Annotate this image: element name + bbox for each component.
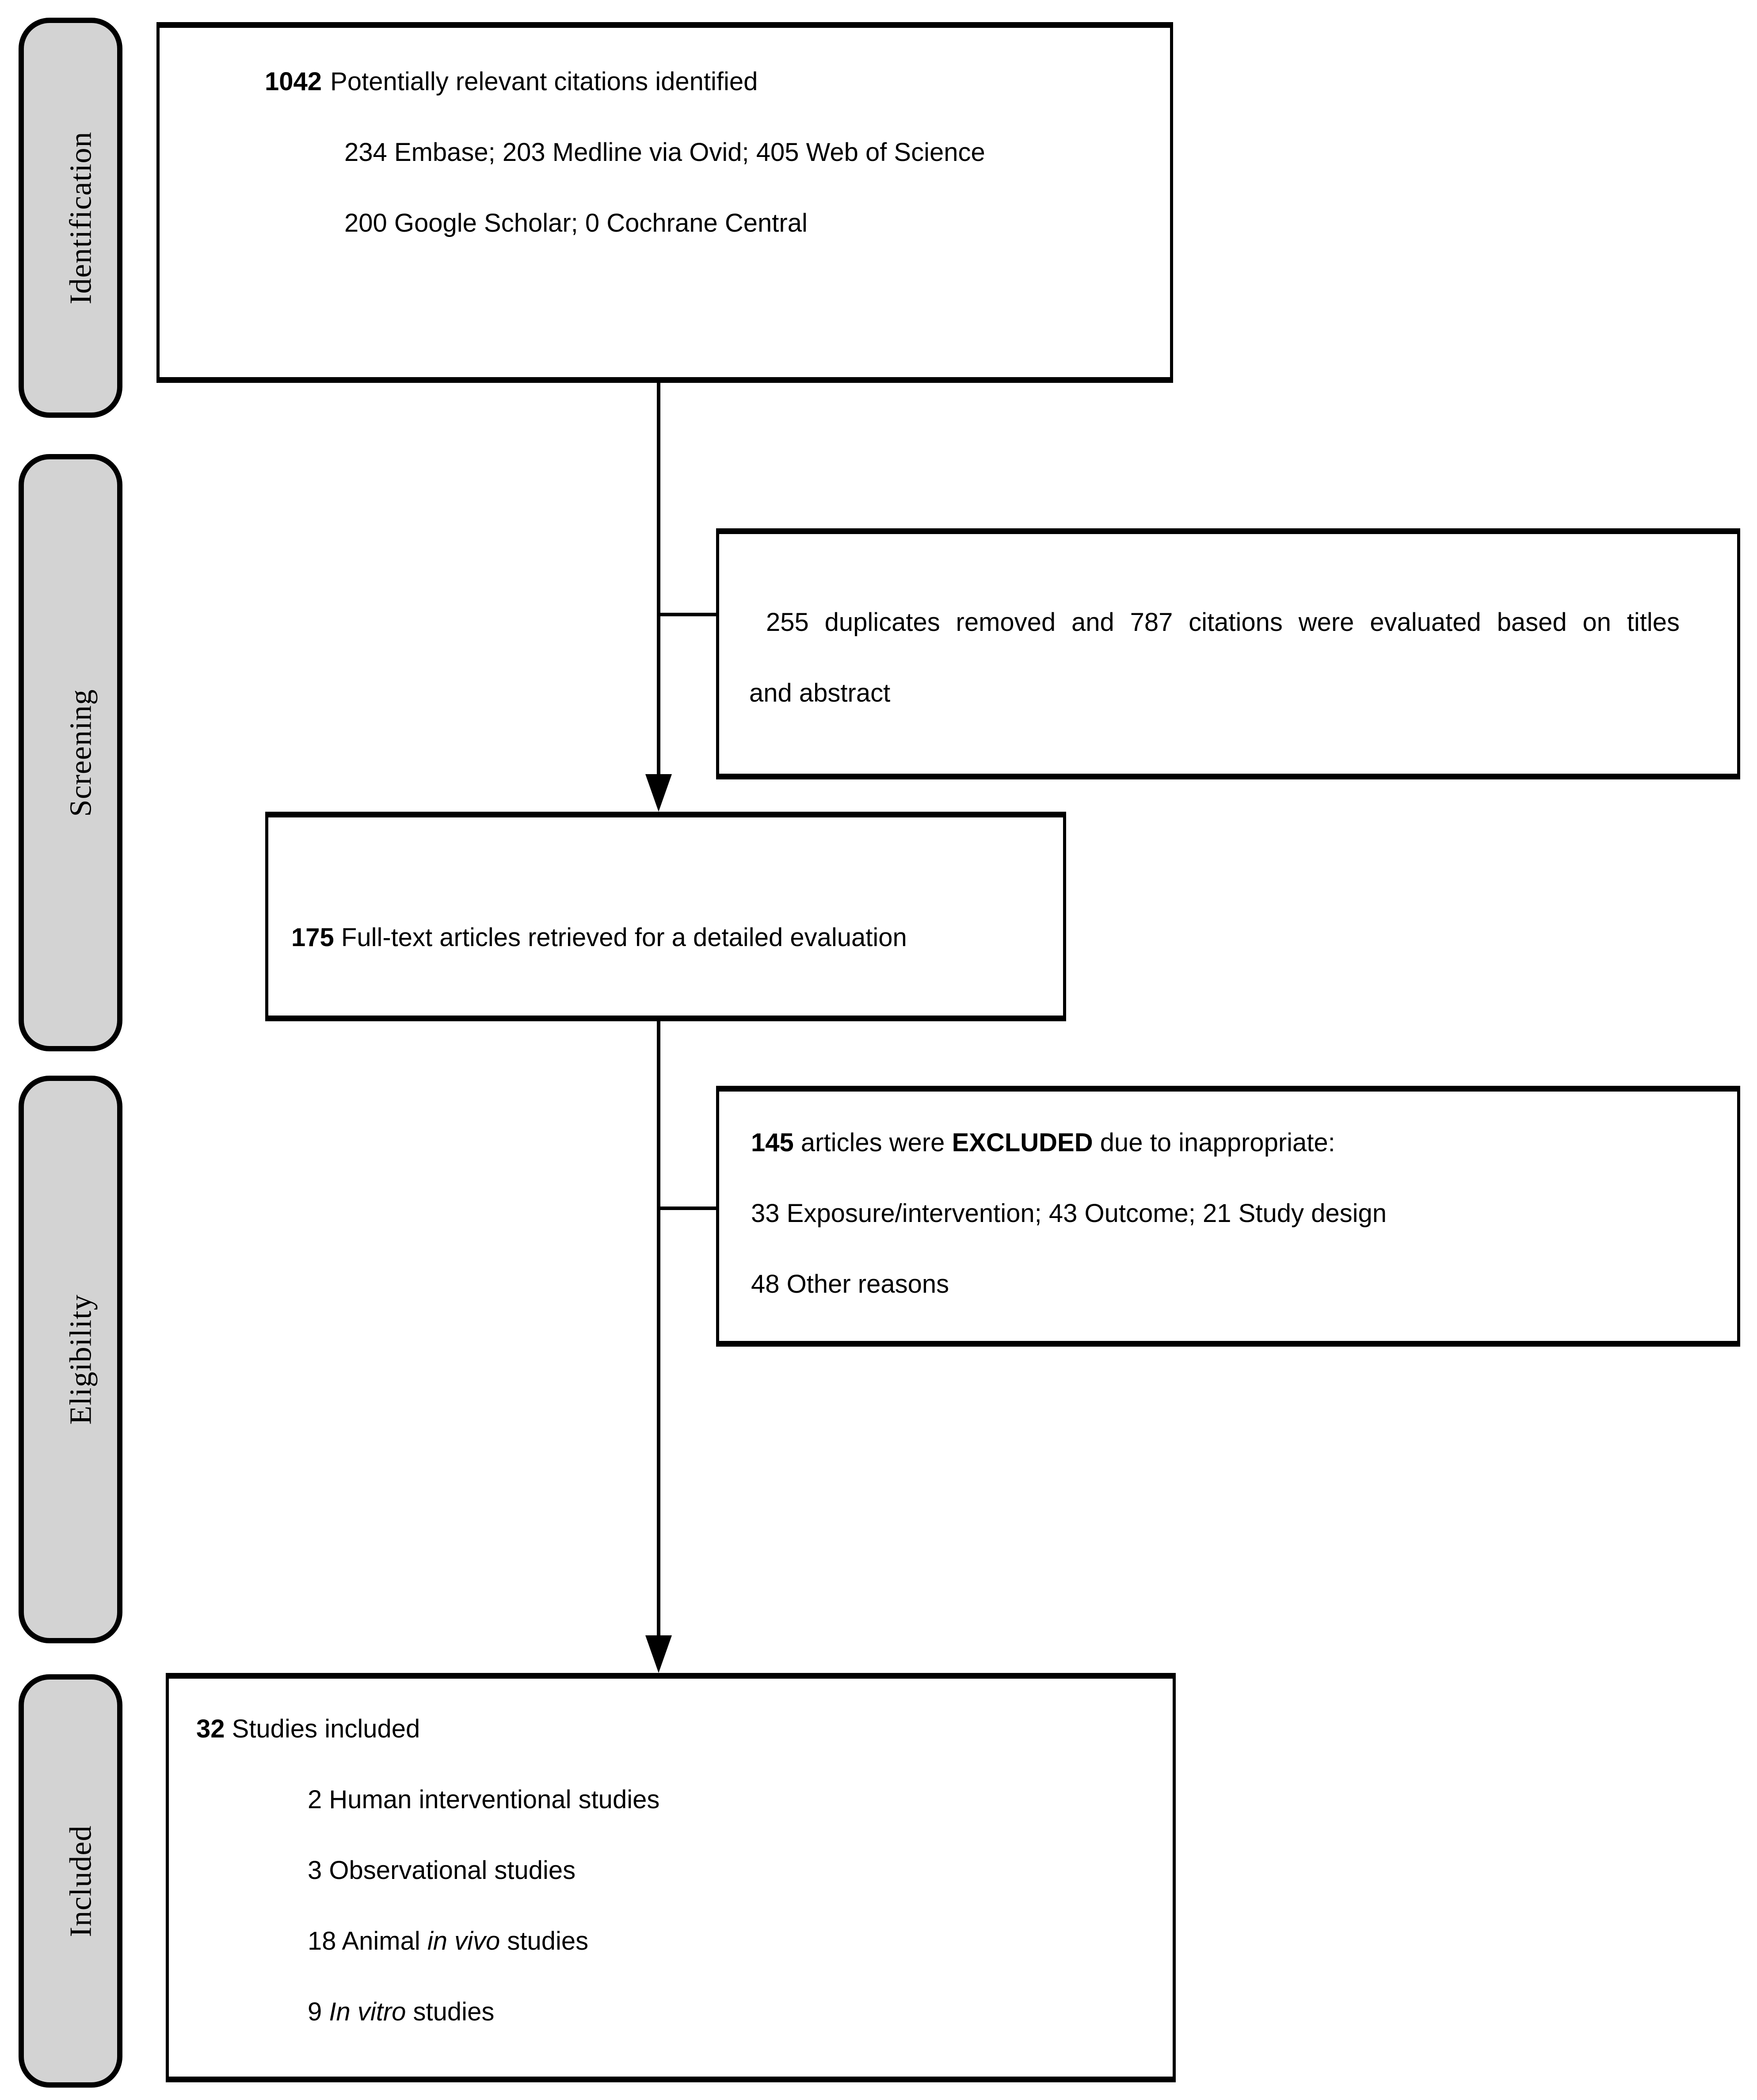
included-item-text: 9 <box>308 1997 329 2026</box>
box-studies-included: 32 Studies included 2 Human intervention… <box>166 1673 1176 2082</box>
box-citations-identified: 1042 Potentially relevant citations ident… <box>156 22 1173 383</box>
box-duplicates-removed: 255 duplicates removed and 787 citations… <box>716 528 1740 779</box>
citations-identified-count: 1042 <box>265 67 322 96</box>
included-item-observational: 3 Observational studies <box>308 1835 1173 1906</box>
duplicates-removed-line-2: and abstract <box>749 679 891 707</box>
included-item-in-vitro: 9 In vitro studies <box>308 1977 1173 2047</box>
included-item-text: 18 Animal <box>308 1927 427 1955</box>
citations-sources-line-1: 234 Embase; 203 Medline via Ovid; 405 We… <box>344 138 985 167</box>
included-item-italic: in vivo <box>427 1927 500 1955</box>
articles-excluded-reasons-2: 48 Other reasons <box>751 1270 949 1298</box>
articles-excluded-count: 145 <box>751 1128 794 1157</box>
box-articles-excluded: 145 articles were EXCLUDED due to inappr… <box>716 1086 1740 1347</box>
included-item-text: 3 Observational studies <box>308 1856 576 1885</box>
included-item-human-interventional: 2 Human interventional studies <box>308 1764 1173 1835</box>
fulltext-retrieved-count: 175 <box>291 923 334 952</box>
articles-excluded-reasons-1: 33 Exposure/intervention; 43 Outcome; 21… <box>751 1199 1387 1228</box>
duplicates-removed-line-1: 255 duplicates removed and 787 citations… <box>766 608 1680 637</box>
studies-included-text: Studies included <box>225 1714 420 1743</box>
stage-label-identification-text: Identification <box>64 131 98 305</box>
included-item-animal-in-vivo: 18 Animal in vivo studies <box>308 1906 1173 1977</box>
arrowhead-into-fulltext-icon <box>645 774 672 812</box>
fulltext-retrieved-line: 175 Full-text articles retrieved for a d… <box>291 902 1063 973</box>
arrowhead-into-included-icon <box>645 1635 672 1673</box>
included-item-text: 2 Human interventional studies <box>308 1785 660 1814</box>
stage-label-screening: Screening <box>19 454 122 1051</box>
flow-line-to-excluded-box <box>657 1207 719 1210</box>
articles-excluded-pre: articles were <box>793 1128 952 1157</box>
studies-included-count: 32 <box>196 1714 225 1743</box>
flow-line-to-duplicates-box <box>657 613 719 616</box>
flow-line-fulltext-to-included <box>657 1021 660 1638</box>
stage-label-included: Included <box>19 1674 122 2088</box>
stage-label-screening-text: Screening <box>64 689 98 817</box>
stage-label-identification: Identification <box>19 18 122 418</box>
citations-sources-line-2: 200 Google Scholar; 0 Cochrane Central <box>344 209 808 237</box>
included-item-italic: In vitro <box>329 1997 406 2026</box>
box-fulltext-retrieved: 175 Full-text articles retrieved for a d… <box>265 812 1066 1021</box>
articles-excluded-post: due to inappropriate: <box>1093 1128 1335 1157</box>
stage-label-eligibility-text: Eligibility <box>64 1294 98 1425</box>
articles-excluded-keyword: EXCLUDED <box>952 1128 1093 1157</box>
stage-label-included-text: Included <box>64 1825 98 1937</box>
flow-line-identified-to-fulltext <box>657 383 660 776</box>
included-item-post: studies <box>500 1927 589 1955</box>
articles-excluded-line-1: 145 articles were EXCLUDED due to inappr… <box>751 1107 1728 1178</box>
fulltext-retrieved-text: Full-text articles retrieved for a detai… <box>334 923 907 952</box>
citations-identified-line: 1042 Potentially relevant citations ident… <box>265 46 1157 117</box>
stage-label-eligibility: Eligibility <box>19 1076 122 1643</box>
included-item-post: studies <box>406 1997 495 2026</box>
citations-identified-text: Potentially relevant citations identifie… <box>330 67 758 96</box>
studies-included-line: 32 Studies included <box>196 1694 1173 1764</box>
